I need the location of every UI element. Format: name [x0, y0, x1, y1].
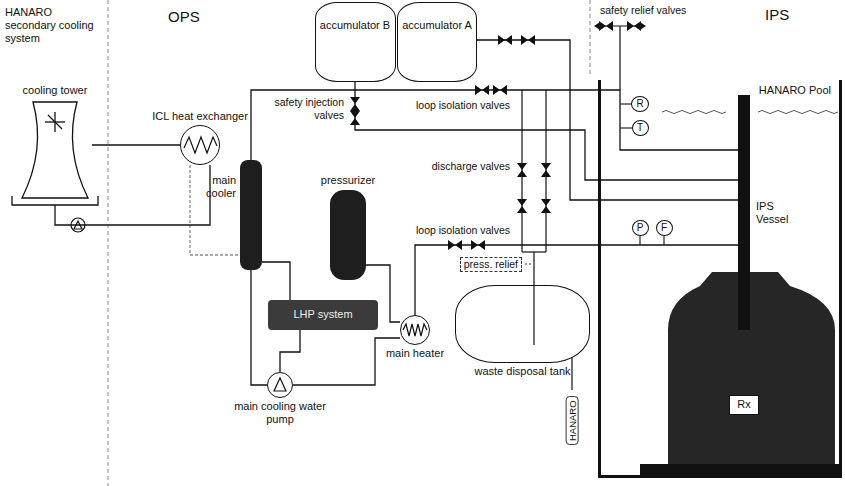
tank-label: HANARO	[565, 396, 578, 445]
valve-symbol	[627, 21, 641, 31]
discharge-pipe	[571, 358, 572, 390]
node-label: main cooling water pump	[234, 400, 326, 426]
pipe-line	[251, 270, 267, 385]
water-surface	[662, 111, 726, 114]
system-label: HANARO secondary cooling system	[5, 6, 97, 46]
pipe-line	[293, 338, 400, 385]
arrow-head	[594, 22, 646, 30]
node-label: Rx	[737, 398, 750, 411]
pipe-line	[55, 165, 210, 225]
instrument-circle: T	[632, 120, 649, 136]
valve-symbol	[599, 21, 613, 31]
node-label: waste disposal tank	[475, 365, 571, 378]
pipe-line	[262, 262, 290, 300]
node-label: LHP system	[293, 308, 352, 321]
node-label: P	[637, 221, 644, 235]
node-label: T	[637, 121, 643, 135]
pipe-line	[415, 245, 738, 315]
reactor-structure	[640, 464, 840, 476]
pipe-line	[355, 82, 738, 180]
valve-label: safety injection valves	[264, 96, 344, 121]
water-surface	[662, 111, 838, 114]
pipe-line	[477, 40, 738, 200]
pump-symbol: main cooling water pump	[267, 372, 293, 398]
discharge-pipe	[533, 285, 534, 345]
node-label: pressurizer	[321, 174, 375, 187]
instrument-circle: P	[632, 220, 649, 236]
pipe-line	[92, 144, 180, 145]
leader-line	[525, 264, 531, 265]
instrument-circle: F	[656, 220, 673, 236]
relief-line	[619, 26, 620, 90]
instrument-stem	[663, 236, 664, 245]
instrument-circle: R	[631, 96, 649, 112]
valve-label: discharge valves	[432, 160, 510, 173]
node-label: F	[661, 221, 667, 235]
instrument-stem	[639, 236, 640, 245]
system-box: LHP system	[268, 300, 378, 330]
relief-label: press. relief	[460, 257, 522, 272]
node-label: IPS Vessel	[756, 200, 802, 226]
main-cooler: main cooler	[240, 160, 262, 270]
discharge-pipe	[522, 90, 572, 390]
pipe-line	[280, 330, 300, 372]
cooling-tower: cooling tower	[18, 100, 92, 205]
valve-symbol	[517, 163, 527, 177]
cooling-tower-drawing	[22, 102, 88, 198]
accumulator-tank: accumulator A	[397, 2, 477, 82]
valve-symbol	[541, 163, 551, 177]
reactor-structure	[668, 272, 835, 466]
node-label: ICL heat exchanger	[152, 110, 248, 123]
accumulator-tank: accumulator B	[315, 2, 396, 82]
node-label: main heater	[386, 347, 444, 360]
waste-tank: waste disposal tank	[455, 285, 590, 363]
instrument-stem	[620, 127, 632, 128]
valve-symbol	[517, 199, 527, 213]
discharge-pipe	[533, 252, 534, 285]
node-label: accumulator B	[320, 19, 390, 32]
valve-label: loop isolation valves	[416, 99, 510, 112]
area-label: IPS	[765, 6, 789, 24]
pump-symbol	[274, 378, 286, 391]
area-label: OPS	[168, 8, 200, 26]
pressurizer-vessel: pressurizer	[330, 190, 366, 280]
leader-line	[525, 264, 531, 265]
water-surface	[758, 111, 838, 114]
area-divider	[108, 0, 109, 486]
node-label: cooling tower	[23, 84, 88, 97]
heat-exchanger-coil	[403, 324, 427, 336]
relief-line	[598, 26, 642, 90]
cooling-tower-drawing	[12, 102, 98, 205]
valve-label: loop isolation valves	[416, 224, 510, 237]
node-label: R	[636, 97, 643, 111]
heater-symbol: main heater	[400, 315, 430, 345]
reactor-pool: HANARO PoolRT P F IPS VesselRx	[598, 80, 842, 478]
pipe-line	[190, 165, 240, 255]
heat-exchanger-coil	[184, 137, 427, 336]
cooling-tower-drawing	[12, 196, 98, 205]
reactor-core: Rx	[729, 395, 759, 415]
heat-exchanger-coil	[184, 137, 217, 153]
valve-label: safety relief valves	[600, 4, 686, 17]
pipe-line	[251, 90, 738, 160]
area-divider	[108, 0, 590, 486]
node-label: main cooler	[196, 174, 236, 200]
node-label: HANARO Pool	[759, 84, 831, 97]
ips-vessel: IPS Vessel	[738, 95, 750, 330]
heat-exchanger: ICL heat exchanger	[180, 125, 220, 165]
valve-symbol	[541, 199, 551, 213]
node-label: accumulator A	[402, 19, 472, 32]
area-divider	[590, 0, 591, 76]
cooling-tower-drawing	[48, 115, 62, 129]
